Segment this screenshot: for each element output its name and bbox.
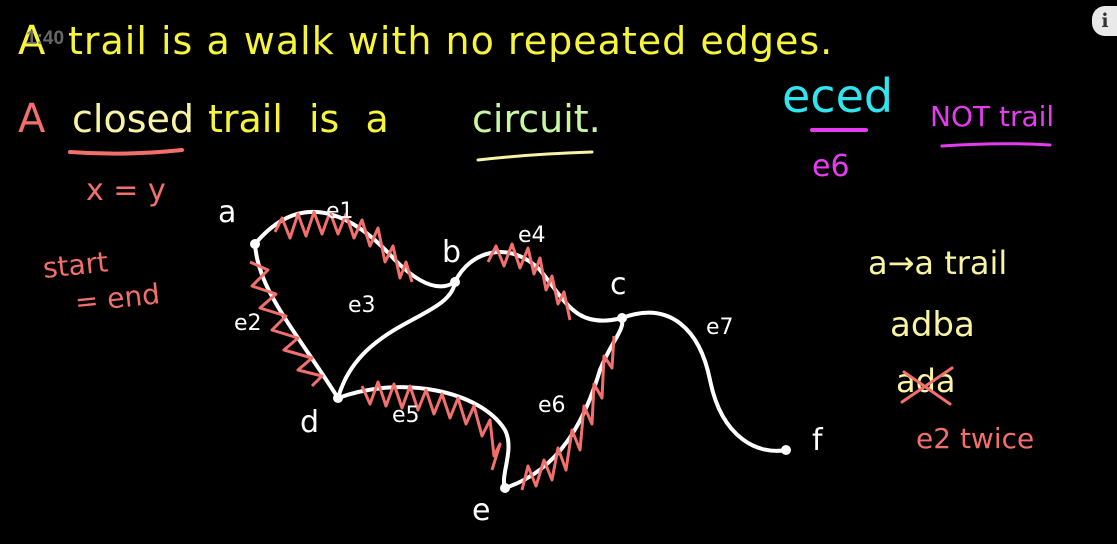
not-trail-underline bbox=[940, 142, 1052, 148]
vertex-b bbox=[450, 277, 460, 287]
note-not-trail: NOT trail bbox=[930, 100, 1054, 133]
highlight-e5 bbox=[360, 380, 502, 471]
label-b: b bbox=[442, 235, 461, 270]
label-e1: e1 bbox=[326, 199, 354, 224]
video-timestamp: 1:40 bbox=[26, 28, 65, 49]
label-e6: e6 bbox=[538, 393, 566, 418]
note-a-to-a-trail: a→a trail bbox=[868, 244, 1007, 282]
highlight-e6 bbox=[520, 335, 616, 491]
highlight-e1 bbox=[273, 210, 414, 283]
ada-strikethrough bbox=[900, 366, 954, 406]
label-e5: e5 bbox=[392, 403, 420, 428]
label-e7: e7 bbox=[706, 315, 734, 340]
note-edge-e6: e6 bbox=[812, 149, 850, 184]
graph bbox=[253, 209, 788, 490]
label-e2: e2 bbox=[234, 311, 262, 336]
note-start: start bbox=[41, 245, 109, 285]
highlight-e2 bbox=[249, 260, 324, 388]
vertex-d bbox=[333, 393, 343, 403]
label-d: d bbox=[300, 405, 319, 440]
label-e3: e3 bbox=[348, 293, 376, 318]
label-a: a bbox=[218, 195, 236, 230]
vertices bbox=[250, 239, 791, 493]
vertex-a bbox=[250, 239, 260, 249]
label-e: e bbox=[472, 493, 490, 528]
circuit-line-closed: closed bbox=[72, 97, 194, 141]
note-adba: adba bbox=[890, 305, 975, 345]
edge-labels: e1 e2 e3 e4 e5 e6 e7 bbox=[234, 199, 734, 428]
edge-e7 bbox=[620, 310, 788, 453]
circuit-line-circuit: circuit. bbox=[472, 97, 601, 141]
circuit-line-a: A bbox=[18, 96, 46, 142]
heading-trail-definition: trail is a walk with no repeated edges. bbox=[68, 19, 833, 63]
heading-a: A bbox=[18, 18, 46, 64]
circuit-line-middle: trail is a bbox=[208, 97, 389, 141]
edge-e4 bbox=[453, 250, 624, 323]
label-e4: e4 bbox=[518, 223, 546, 248]
note-x-equals-y: x = y bbox=[86, 173, 166, 208]
vertex-f bbox=[781, 445, 791, 455]
note-e2-twice: e2 twice bbox=[916, 422, 1034, 455]
label-f: f bbox=[812, 423, 824, 458]
info-icon[interactable]: i bbox=[1092, 6, 1117, 36]
edge-e3 bbox=[336, 280, 457, 400]
edge-highlights bbox=[249, 210, 616, 491]
vertex-labels: a b c d e f bbox=[218, 195, 824, 528]
vertex-e bbox=[500, 483, 510, 493]
label-c: c bbox=[610, 267, 627, 302]
edge-e5 bbox=[336, 385, 511, 490]
highlight-e4 bbox=[486, 242, 572, 321]
edge-e2 bbox=[253, 242, 340, 400]
circuit-underline bbox=[476, 150, 594, 162]
closed-underline bbox=[68, 148, 184, 156]
note-walk-eced: eced bbox=[782, 69, 893, 123]
vertex-c bbox=[617, 313, 627, 323]
note-end: = end bbox=[73, 277, 161, 319]
note-ada: ada bbox=[896, 362, 956, 400]
